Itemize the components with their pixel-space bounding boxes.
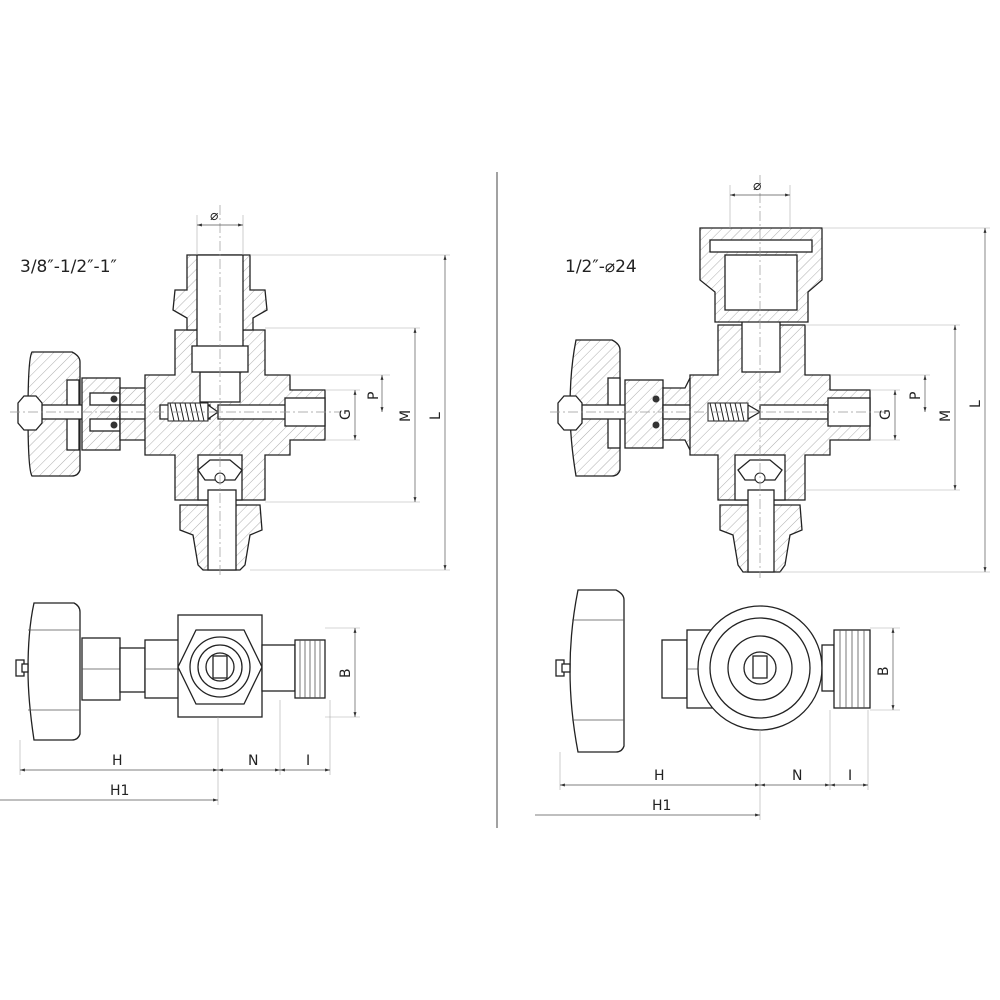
svg-text:H1: H1 <box>110 783 129 799</box>
svg-text:⌀: ⌀ <box>210 208 219 224</box>
left-size-title: 3/8″-1/2″-1″ <box>20 257 117 277</box>
svg-text:H: H <box>654 768 665 784</box>
left-dimensions: ⌀ L M P G <box>196 208 450 571</box>
svg-text:M: M <box>938 410 954 422</box>
svg-text:P: P <box>366 392 382 400</box>
right-dimensions: ⌀ L M P G <box>729 178 990 573</box>
stem-nut <box>17 395 43 431</box>
svg-text:N: N <box>248 753 258 769</box>
svg-text:B: B <box>876 666 892 676</box>
svg-text:I: I <box>306 753 310 769</box>
svg-text:L: L <box>428 412 444 420</box>
svg-text:M: M <box>398 410 414 422</box>
svg-text:⌀: ⌀ <box>753 178 762 194</box>
right-plan-view: B H N I H1 <box>535 589 900 820</box>
svg-text:H: H <box>112 753 123 769</box>
right-section-view: 1/2″-⌀24 ⌀ <box>550 175 990 578</box>
svg-text:B: B <box>338 668 354 678</box>
svg-text:G: G <box>338 409 354 420</box>
svg-text:H1: H1 <box>652 798 671 814</box>
left-plan-view: B H N I H1 <box>0 602 360 805</box>
svg-text:G: G <box>878 409 894 420</box>
svg-text:N: N <box>792 768 802 784</box>
svg-text:L: L <box>968 400 984 408</box>
svg-text:P: P <box>908 392 924 400</box>
right-size-title: 1/2″-⌀24 <box>565 257 637 277</box>
left-section-view: 3/8″-1/2″-1″ <box>10 205 450 575</box>
svg-text:I: I <box>848 768 852 784</box>
